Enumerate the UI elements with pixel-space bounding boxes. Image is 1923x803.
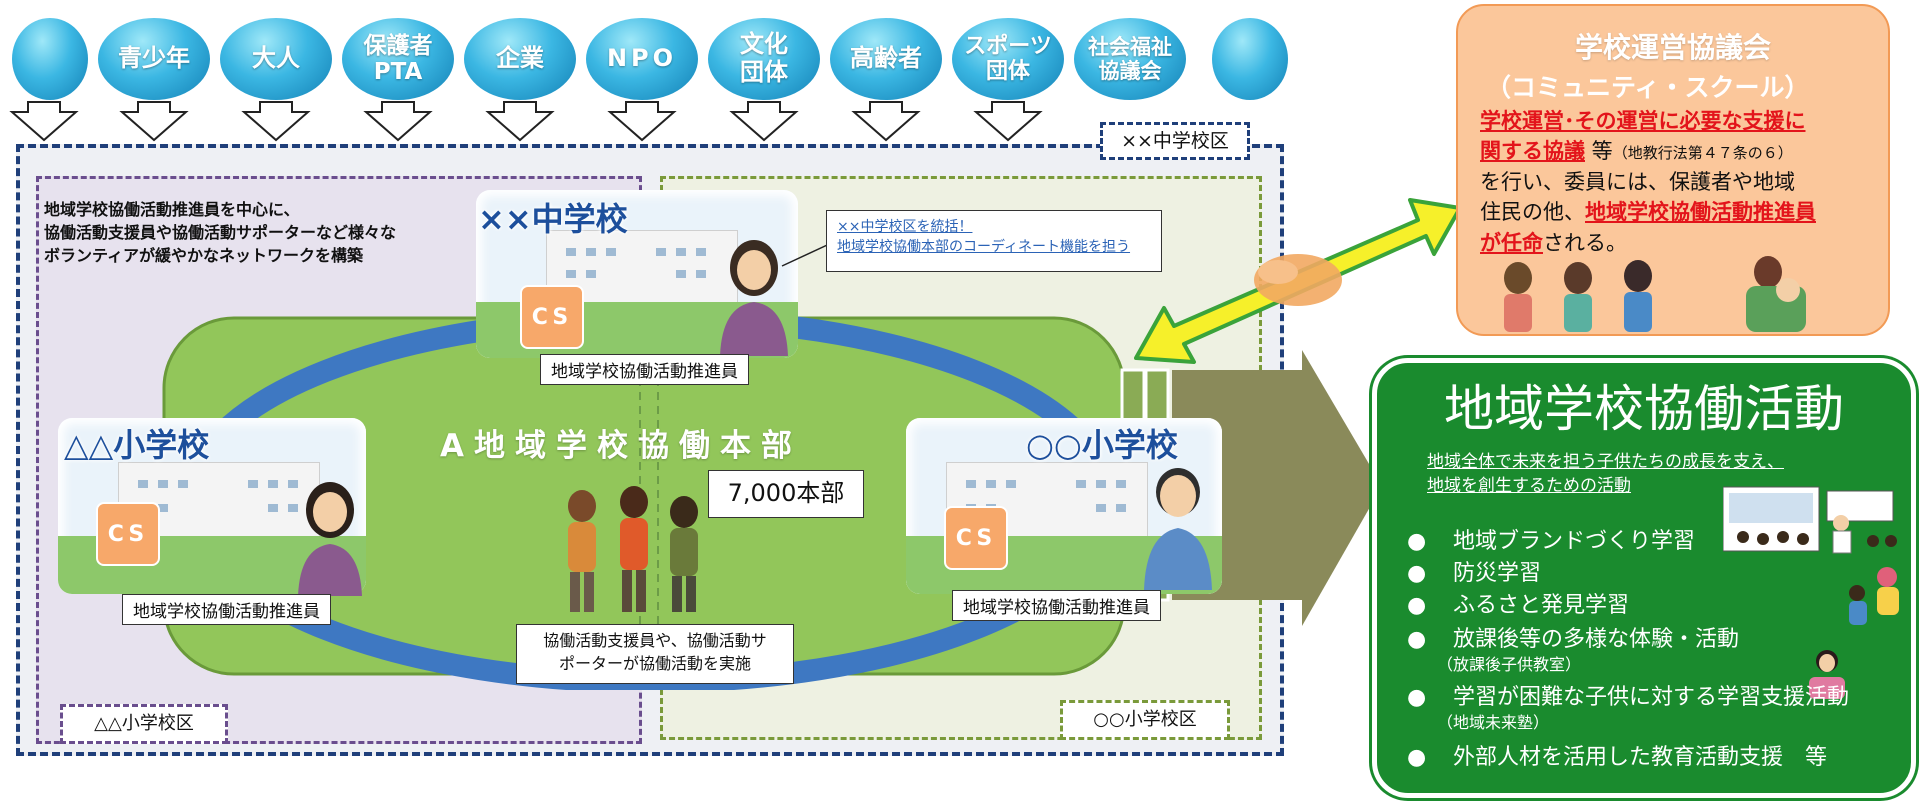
junior-high-title: ××中学校 bbox=[478, 200, 628, 238]
right-district-label: ○○小学校区 bbox=[1060, 700, 1230, 740]
promoter-label: 地域学校協働活動推進員 bbox=[540, 354, 749, 385]
activity-item: ●放課後等の多様な体験・活動 bbox=[1407, 627, 1740, 652]
volunteers-illustration bbox=[568, 486, 698, 612]
double-arrow-icon bbox=[1134, 198, 1462, 364]
person-icon bbox=[720, 240, 788, 356]
activities-description: 地域全体で未来を担う子供たちの成長を支え、 地域を創生するための活動 bbox=[1427, 452, 1784, 496]
down-arrow-icon bbox=[729, 101, 799, 142]
stakeholder-oval: スポーツ 団体 bbox=[952, 18, 1064, 100]
coordinator-callout: ××中学校区を統括！ 地域学校協働本部のコーディネート機能を担う bbox=[826, 210, 1162, 272]
study-illustration bbox=[1809, 650, 1845, 699]
stakeholder-oval bbox=[12, 18, 88, 100]
stakeholder-oval: NPO bbox=[586, 18, 698, 100]
left-district-label: △△小学校区 bbox=[60, 704, 228, 744]
classroom-illustration bbox=[1723, 486, 1897, 554]
activities-title: 地域学校協働活動 bbox=[1444, 380, 1844, 438]
activity-item: ●外部人材を活用した教育活動支援 等 bbox=[1407, 745, 1828, 770]
promoter-label: 地域学校協働活動推進員 bbox=[952, 590, 1161, 621]
person-icon bbox=[1144, 468, 1212, 590]
cs-badge: CS bbox=[944, 506, 1008, 570]
stakeholder-oval: 大人 bbox=[220, 18, 332, 100]
down-arrow-icon bbox=[607, 101, 677, 142]
stakeholder-oval: 社会福祉 協議会 bbox=[1074, 18, 1186, 100]
council-subtitle: （コミュニティ・スクール） bbox=[1486, 73, 1810, 102]
stakeholder-oval: 企業 bbox=[464, 18, 576, 100]
activity-item: ●ふるさと発見学習 bbox=[1407, 593, 1630, 618]
school-council-panel: 学校運営協議会 （コミュニティ・スクール） 学校運営･その運営に必要な支援に 関… bbox=[1456, 4, 1890, 336]
down-arrow-icon bbox=[119, 101, 189, 142]
stakeholder-oval: 文化 団体 bbox=[708, 18, 820, 100]
district-label: ××中学校区 bbox=[1100, 122, 1250, 160]
activity-item: ●防災学習 bbox=[1407, 561, 1542, 586]
activity-item: ●地域ブランドづくり学習 bbox=[1407, 529, 1696, 554]
down-arrow-icon bbox=[363, 101, 433, 142]
activity-sub: （放課後子供教室） bbox=[1437, 655, 1582, 674]
council-members-illustration bbox=[1504, 256, 1806, 332]
down-arrow-icon bbox=[485, 101, 555, 142]
right-school-title: ○○小学校 bbox=[1026, 426, 1178, 464]
children-illustration bbox=[1849, 567, 1899, 625]
stakeholder-arrows bbox=[9, 101, 1043, 142]
person-icon bbox=[298, 482, 362, 596]
cs-badge: CS bbox=[520, 285, 584, 349]
promoter-label: 地域学校協働活動推進員 bbox=[122, 594, 331, 625]
cs-badge: CS bbox=[96, 502, 160, 566]
stakeholder-oval bbox=[1212, 18, 1288, 100]
down-arrow-icon bbox=[851, 101, 921, 142]
headquarters-title: A地域学校協働本部 bbox=[440, 428, 802, 464]
support-note: 協働活動支援員や、協働活動サ ポーターが協働活動を実施 bbox=[516, 624, 794, 684]
down-arrow-icon bbox=[973, 101, 1043, 142]
council-text: 学校運営･その運営に必要な支援に 関する協議 等（地教行法第４７条の６） を行い… bbox=[1480, 109, 1816, 255]
activity-sub: （地域未来塾） bbox=[1437, 713, 1550, 732]
activity-item: ●学習が困難な子供に対する学習支援活動 bbox=[1407, 685, 1850, 710]
activities-panel: 地域学校協働活動 地域全体で未来を担う子供たちの成長を支え、 地域を創生するため… bbox=[1372, 358, 1916, 798]
headquarters-count: 7,000本部 bbox=[708, 470, 864, 518]
network-note: 地域学校協働活動推進員を中心に、 協働活動支援員や協働活動サポーターなど様々な … bbox=[44, 200, 397, 266]
stakeholder-oval: 保護者 PTA bbox=[342, 18, 454, 100]
council-title: 学校運営協議会 bbox=[1574, 31, 1771, 64]
left-school-title: △△小学校 bbox=[64, 426, 210, 464]
down-arrow-icon bbox=[241, 101, 311, 142]
stakeholder-oval: 高齢者 bbox=[830, 18, 942, 100]
stakeholder-oval: 青少年 bbox=[98, 18, 210, 100]
down-arrow-icon bbox=[9, 101, 79, 142]
